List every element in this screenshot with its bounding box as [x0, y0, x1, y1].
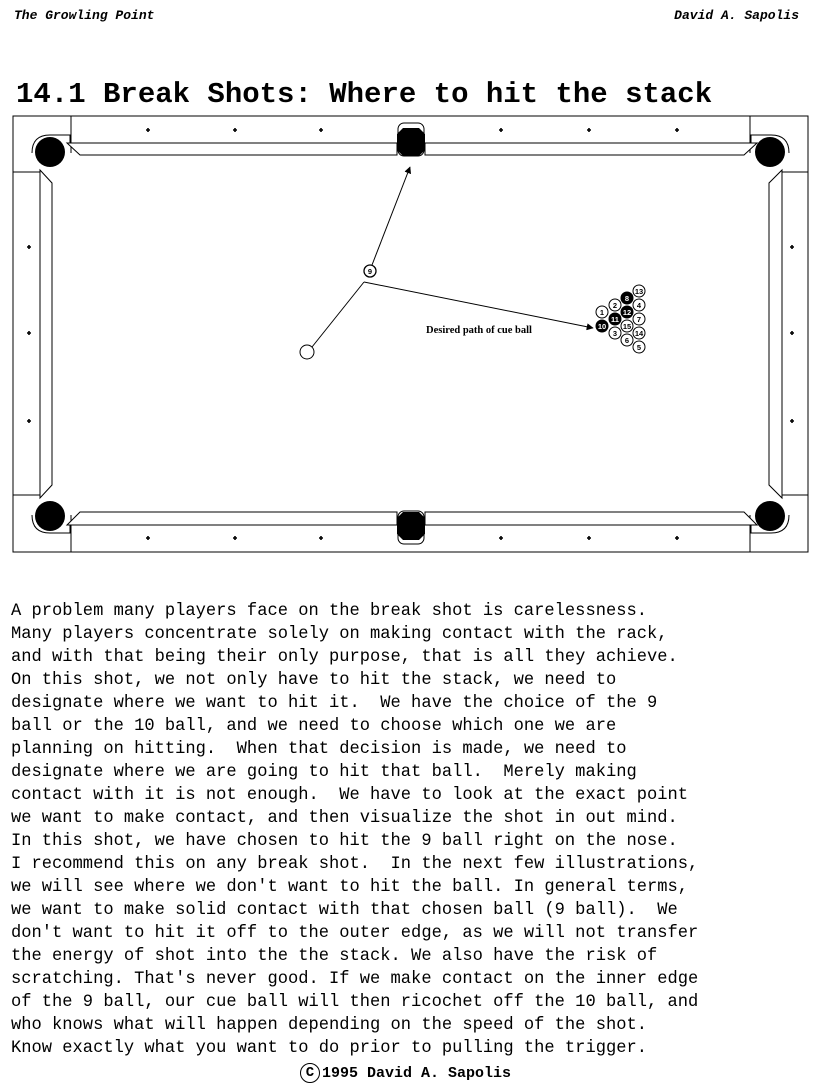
svg-text:4: 4	[637, 301, 642, 310]
article-paragraph: A problem many players face on the break…	[11, 602, 699, 1058]
ball-rack	[595, 284, 646, 354]
copyright-text: 1995 David A. Sapolis	[322, 1064, 512, 1082]
svg-text:13: 13	[635, 287, 643, 296]
svg-text:11: 11	[611, 315, 619, 324]
svg-text:15: 15	[623, 322, 631, 331]
svg-text:5: 5	[637, 343, 641, 352]
cue-ball-path-label: Desired path of cue ball	[426, 325, 532, 336]
svg-text:7: 7	[637, 315, 641, 324]
svg-text:14: 14	[635, 329, 644, 338]
svg-text:2: 2	[613, 301, 617, 310]
svg-text:8: 8	[625, 294, 629, 303]
table-outer-frame	[12, 115, 809, 553]
shot-lines	[311, 166, 594, 348]
svg-text:6: 6	[625, 336, 629, 345]
svg-text:9: 9	[368, 267, 372, 276]
rack-ball-labels: 10 1 2 11 3 8 12 15 6 13 4 7 14 5	[598, 287, 644, 352]
header-left-title: The Growling Point	[14, 8, 155, 23]
cue-ball	[299, 344, 315, 360]
pool-table-diagram: 9 10 1 2 11 3 8 12 15 6 13 4 7 14 5 Desi…	[12, 115, 809, 553]
svg-text:3: 3	[613, 329, 617, 338]
table-pockets	[35, 128, 785, 540]
copyright-symbol: C	[300, 1063, 320, 1083]
object-ball: 9	[363, 264, 377, 278]
svg-text:12: 12	[623, 308, 631, 317]
header-author: David A. Sapolis	[674, 8, 799, 23]
table-cushions	[39, 142, 783, 526]
copyright-footer: C 1995 David A. Sapolis	[300, 1063, 511, 1083]
svg-text:10: 10	[598, 322, 606, 331]
rail-diamonds	[27, 128, 794, 540]
page-title: 14.1 Break Shots: Where to hit the stack	[16, 78, 713, 111]
svg-text:1: 1	[600, 308, 604, 317]
